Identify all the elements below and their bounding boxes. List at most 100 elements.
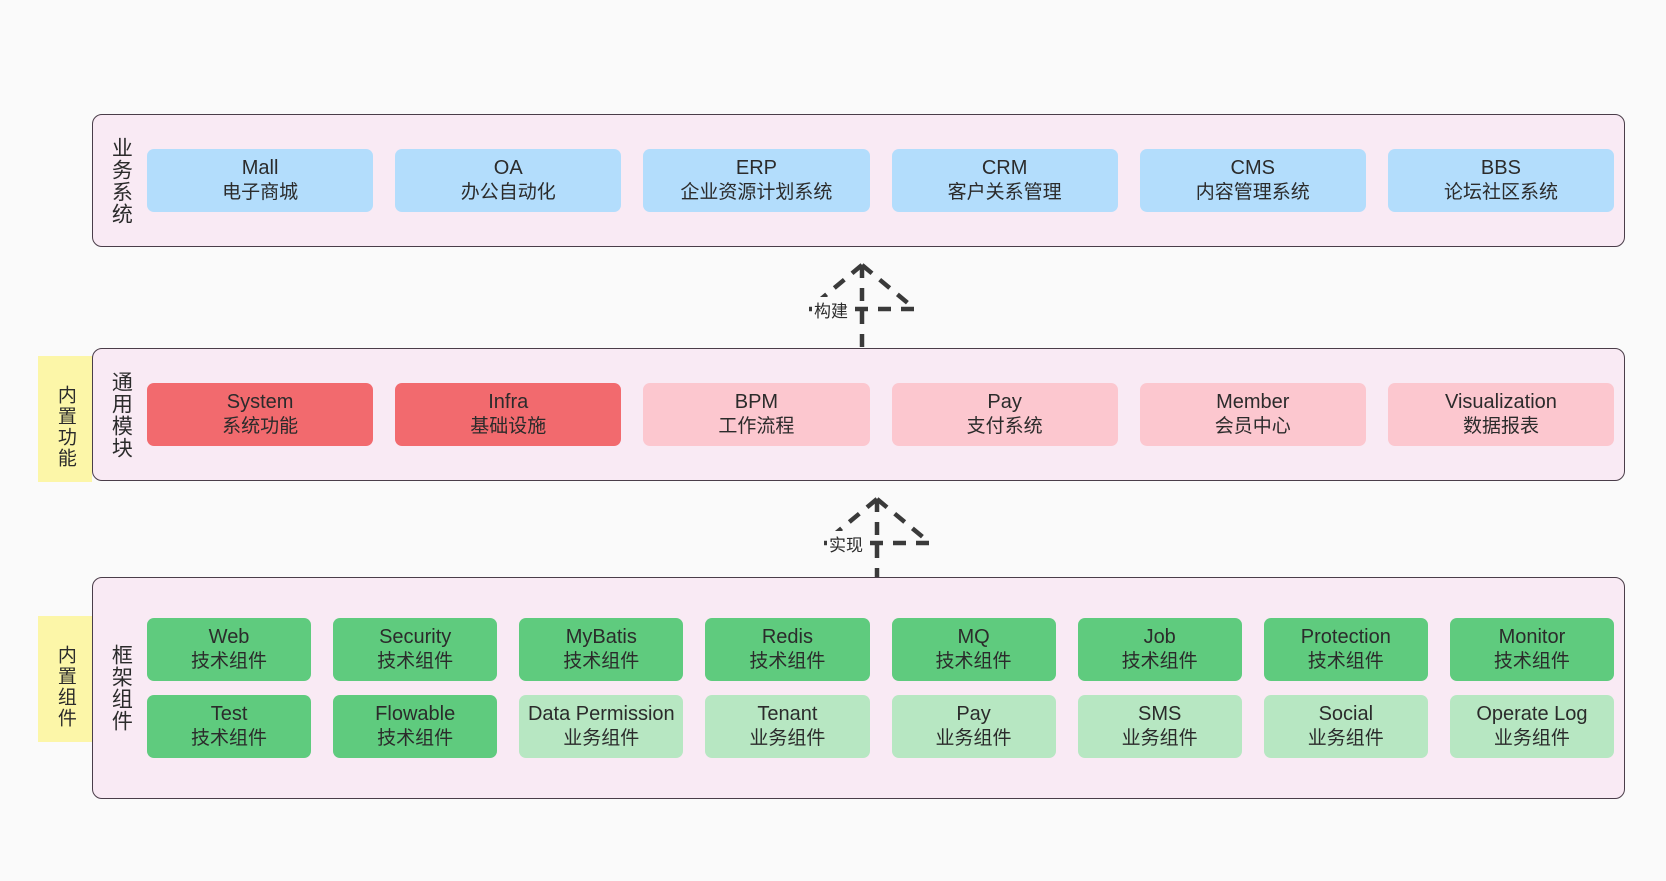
node-subtitle: 业务组件 bbox=[563, 728, 640, 749]
node-pay-component[interactable]: Pay 业务组件 bbox=[891, 695, 1056, 758]
sticky-note-builtin-component: 内置组件 bbox=[38, 616, 92, 742]
node-security[interactable]: Security 技术组件 bbox=[333, 618, 498, 681]
layer-body-framework-component: Web 技术组件 Security 技术组件 MyBatis 技术组件 Redi… bbox=[147, 578, 1624, 798]
node-title: Pay bbox=[956, 703, 991, 725]
node-title: OA bbox=[493, 157, 523, 180]
node-title: Data Permission bbox=[527, 703, 675, 725]
node-bbs[interactable]: BBS 论坛社区系统 bbox=[1387, 149, 1615, 212]
node-data-permission[interactable]: Data Permission 业务组件 bbox=[519, 695, 684, 758]
connector-implement-label: 实现 bbox=[827, 531, 865, 556]
node-erp[interactable]: ERP 企业资源计划系统 bbox=[643, 149, 870, 212]
node-mq[interactable]: MQ 技术组件 bbox=[891, 618, 1056, 681]
node-subtitle: 系统功能 bbox=[222, 416, 299, 438]
node-subtitle: 技术组件 bbox=[191, 651, 268, 673]
node-subtitle: 电子商城 bbox=[222, 182, 299, 204]
node-subtitle: 技术组件 bbox=[563, 651, 640, 673]
node-bpm[interactable]: BPM 工作流程 bbox=[643, 383, 870, 446]
node-infra[interactable]: Infra 基础设施 bbox=[395, 383, 622, 446]
node-subtitle: 论坛社区系统 bbox=[1443, 182, 1558, 204]
node-subtitle: 技术组件 bbox=[1307, 651, 1384, 673]
layer-body-common-module: System 系统功能 Infra 基础设施 BPM 工作流程 Pay 支付系统 bbox=[147, 349, 1624, 480]
node-subtitle: 业务组件 bbox=[1307, 728, 1384, 749]
node-operate-log[interactable]: Operate Log 业务组件 bbox=[1449, 695, 1614, 758]
layer-rows-framework-component: Web 技术组件 Security 技术组件 MyBatis 技术组件 Redi… bbox=[147, 605, 1614, 770]
node-title: CRM bbox=[981, 157, 1028, 180]
node-social[interactable]: Social 业务组件 bbox=[1263, 695, 1428, 758]
node-title: Member bbox=[1216, 391, 1290, 414]
layer-title-common-module: 通用模块 bbox=[109, 370, 133, 459]
layer-rows-business-system: Mall 电子商城 OA 办公自动化 ERP 企业资源计划系统 CRM 客户关系… bbox=[147, 136, 1615, 225]
node-subtitle: 业务组件 bbox=[749, 728, 826, 749]
node-protection[interactable]: Protection 技术组件 bbox=[1263, 618, 1428, 681]
sticky-note-builtin-function: 内置功能 bbox=[38, 356, 92, 482]
node-row: System 系统功能 Infra 基础设施 BPM 工作流程 Pay 支付系统 bbox=[147, 383, 1615, 446]
node-title: Pay bbox=[987, 391, 1022, 414]
layer-framework-component: 框架组件 Web 技术组件 Security 技术组件 MyBatis 技术组件 bbox=[92, 577, 1625, 799]
node-subtitle: 技术组件 bbox=[1493, 651, 1570, 673]
node-title: Protection bbox=[1300, 626, 1391, 649]
node-title: Redis bbox=[761, 626, 813, 649]
node-title: Operate Log bbox=[1476, 703, 1588, 725]
node-subtitle: 企业资源计划系统 bbox=[680, 182, 833, 204]
node-subtitle: 技术组件 bbox=[377, 728, 454, 749]
node-title: Test bbox=[210, 703, 248, 725]
node-system[interactable]: System 系统功能 bbox=[147, 383, 374, 446]
node-title: Flowable bbox=[375, 703, 456, 725]
node-subtitle: 技术组件 bbox=[191, 728, 268, 749]
node-row: Test 技术组件 Flowable 技术组件 Data Permission … bbox=[147, 695, 1614, 758]
layer-title-business-system: 业务系统 bbox=[109, 136, 133, 225]
connector-build-label: 构建 bbox=[812, 297, 850, 322]
node-crm[interactable]: CRM 客户关系管理 bbox=[891, 149, 1118, 212]
node-title: Visualization bbox=[1444, 391, 1557, 414]
node-visualization[interactable]: Visualization 数据报表 bbox=[1387, 383, 1615, 446]
node-subtitle: 支付系统 bbox=[966, 416, 1043, 438]
node-mall[interactable]: Mall 电子商城 bbox=[147, 149, 374, 212]
node-subtitle: 业务组件 bbox=[935, 728, 1012, 749]
layer-title-framework-component: 框架组件 bbox=[109, 644, 133, 732]
node-subtitle: 客户关系管理 bbox=[947, 182, 1062, 204]
node-subtitle: 业务组件 bbox=[1493, 728, 1570, 749]
node-test[interactable]: Test 技术组件 bbox=[147, 695, 312, 758]
node-title: CMS bbox=[1230, 157, 1275, 180]
node-row: Web 技术组件 Security 技术组件 MyBatis 技术组件 Redi… bbox=[147, 618, 1614, 681]
node-subtitle: 技术组件 bbox=[1121, 651, 1198, 673]
node-title: System bbox=[226, 391, 294, 414]
node-member[interactable]: Member 会员中心 bbox=[1139, 383, 1366, 446]
node-title: Security bbox=[379, 626, 452, 649]
node-pay-module[interactable]: Pay 支付系统 bbox=[891, 383, 1118, 446]
node-title: MyBatis bbox=[565, 626, 637, 649]
node-title: Web bbox=[208, 626, 250, 649]
node-subtitle: 工作流程 bbox=[718, 416, 795, 438]
layer-rows-common-module: System 系统功能 Infra 基础设施 BPM 工作流程 Pay 支付系统 bbox=[147, 370, 1615, 459]
node-subtitle: 内容管理系统 bbox=[1195, 182, 1310, 204]
node-title: MQ bbox=[957, 626, 990, 649]
node-monitor[interactable]: Monitor 技术组件 bbox=[1449, 618, 1614, 681]
node-title: Monitor bbox=[1498, 626, 1566, 649]
node-redis[interactable]: Redis 技术组件 bbox=[705, 618, 870, 681]
node-subtitle: 技术组件 bbox=[377, 651, 454, 673]
node-title: Mall bbox=[241, 157, 279, 180]
node-job[interactable]: Job 技术组件 bbox=[1077, 618, 1242, 681]
node-tenant[interactable]: Tenant 业务组件 bbox=[705, 695, 870, 758]
node-title: Infra bbox=[488, 391, 529, 414]
layer-body-business-system: Mall 电子商城 OA 办公自动化 ERP 企业资源计划系统 CRM 客户关系… bbox=[147, 115, 1624, 246]
node-mybatis[interactable]: MyBatis 技术组件 bbox=[519, 618, 684, 681]
node-title: ERP bbox=[735, 157, 777, 180]
node-title: BBS bbox=[1480, 157, 1521, 180]
node-web[interactable]: Web 技术组件 bbox=[147, 618, 312, 681]
layer-common-module: 通用模块 System 系统功能 Infra 基础设施 BPM 工作流程 bbox=[92, 348, 1625, 481]
node-flowable[interactable]: Flowable 技术组件 bbox=[333, 695, 498, 758]
node-title: Job bbox=[1143, 626, 1176, 649]
node-subtitle: 技术组件 bbox=[749, 651, 826, 673]
node-subtitle: 业务组件 bbox=[1121, 728, 1198, 749]
layer-business-system: 业务系统 Mall 电子商城 OA 办公自动化 ERP 企业资源计划系统 bbox=[92, 114, 1625, 247]
node-title: Tenant bbox=[757, 703, 818, 725]
node-subtitle: 基础设施 bbox=[470, 416, 547, 438]
node-cms[interactable]: CMS 内容管理系统 bbox=[1139, 149, 1366, 212]
node-subtitle: 办公自动化 bbox=[460, 182, 556, 204]
node-subtitle: 技术组件 bbox=[935, 651, 1012, 673]
node-oa[interactable]: OA 办公自动化 bbox=[395, 149, 622, 212]
node-sms[interactable]: SMS 业务组件 bbox=[1077, 695, 1242, 758]
node-subtitle: 会员中心 bbox=[1214, 416, 1291, 438]
